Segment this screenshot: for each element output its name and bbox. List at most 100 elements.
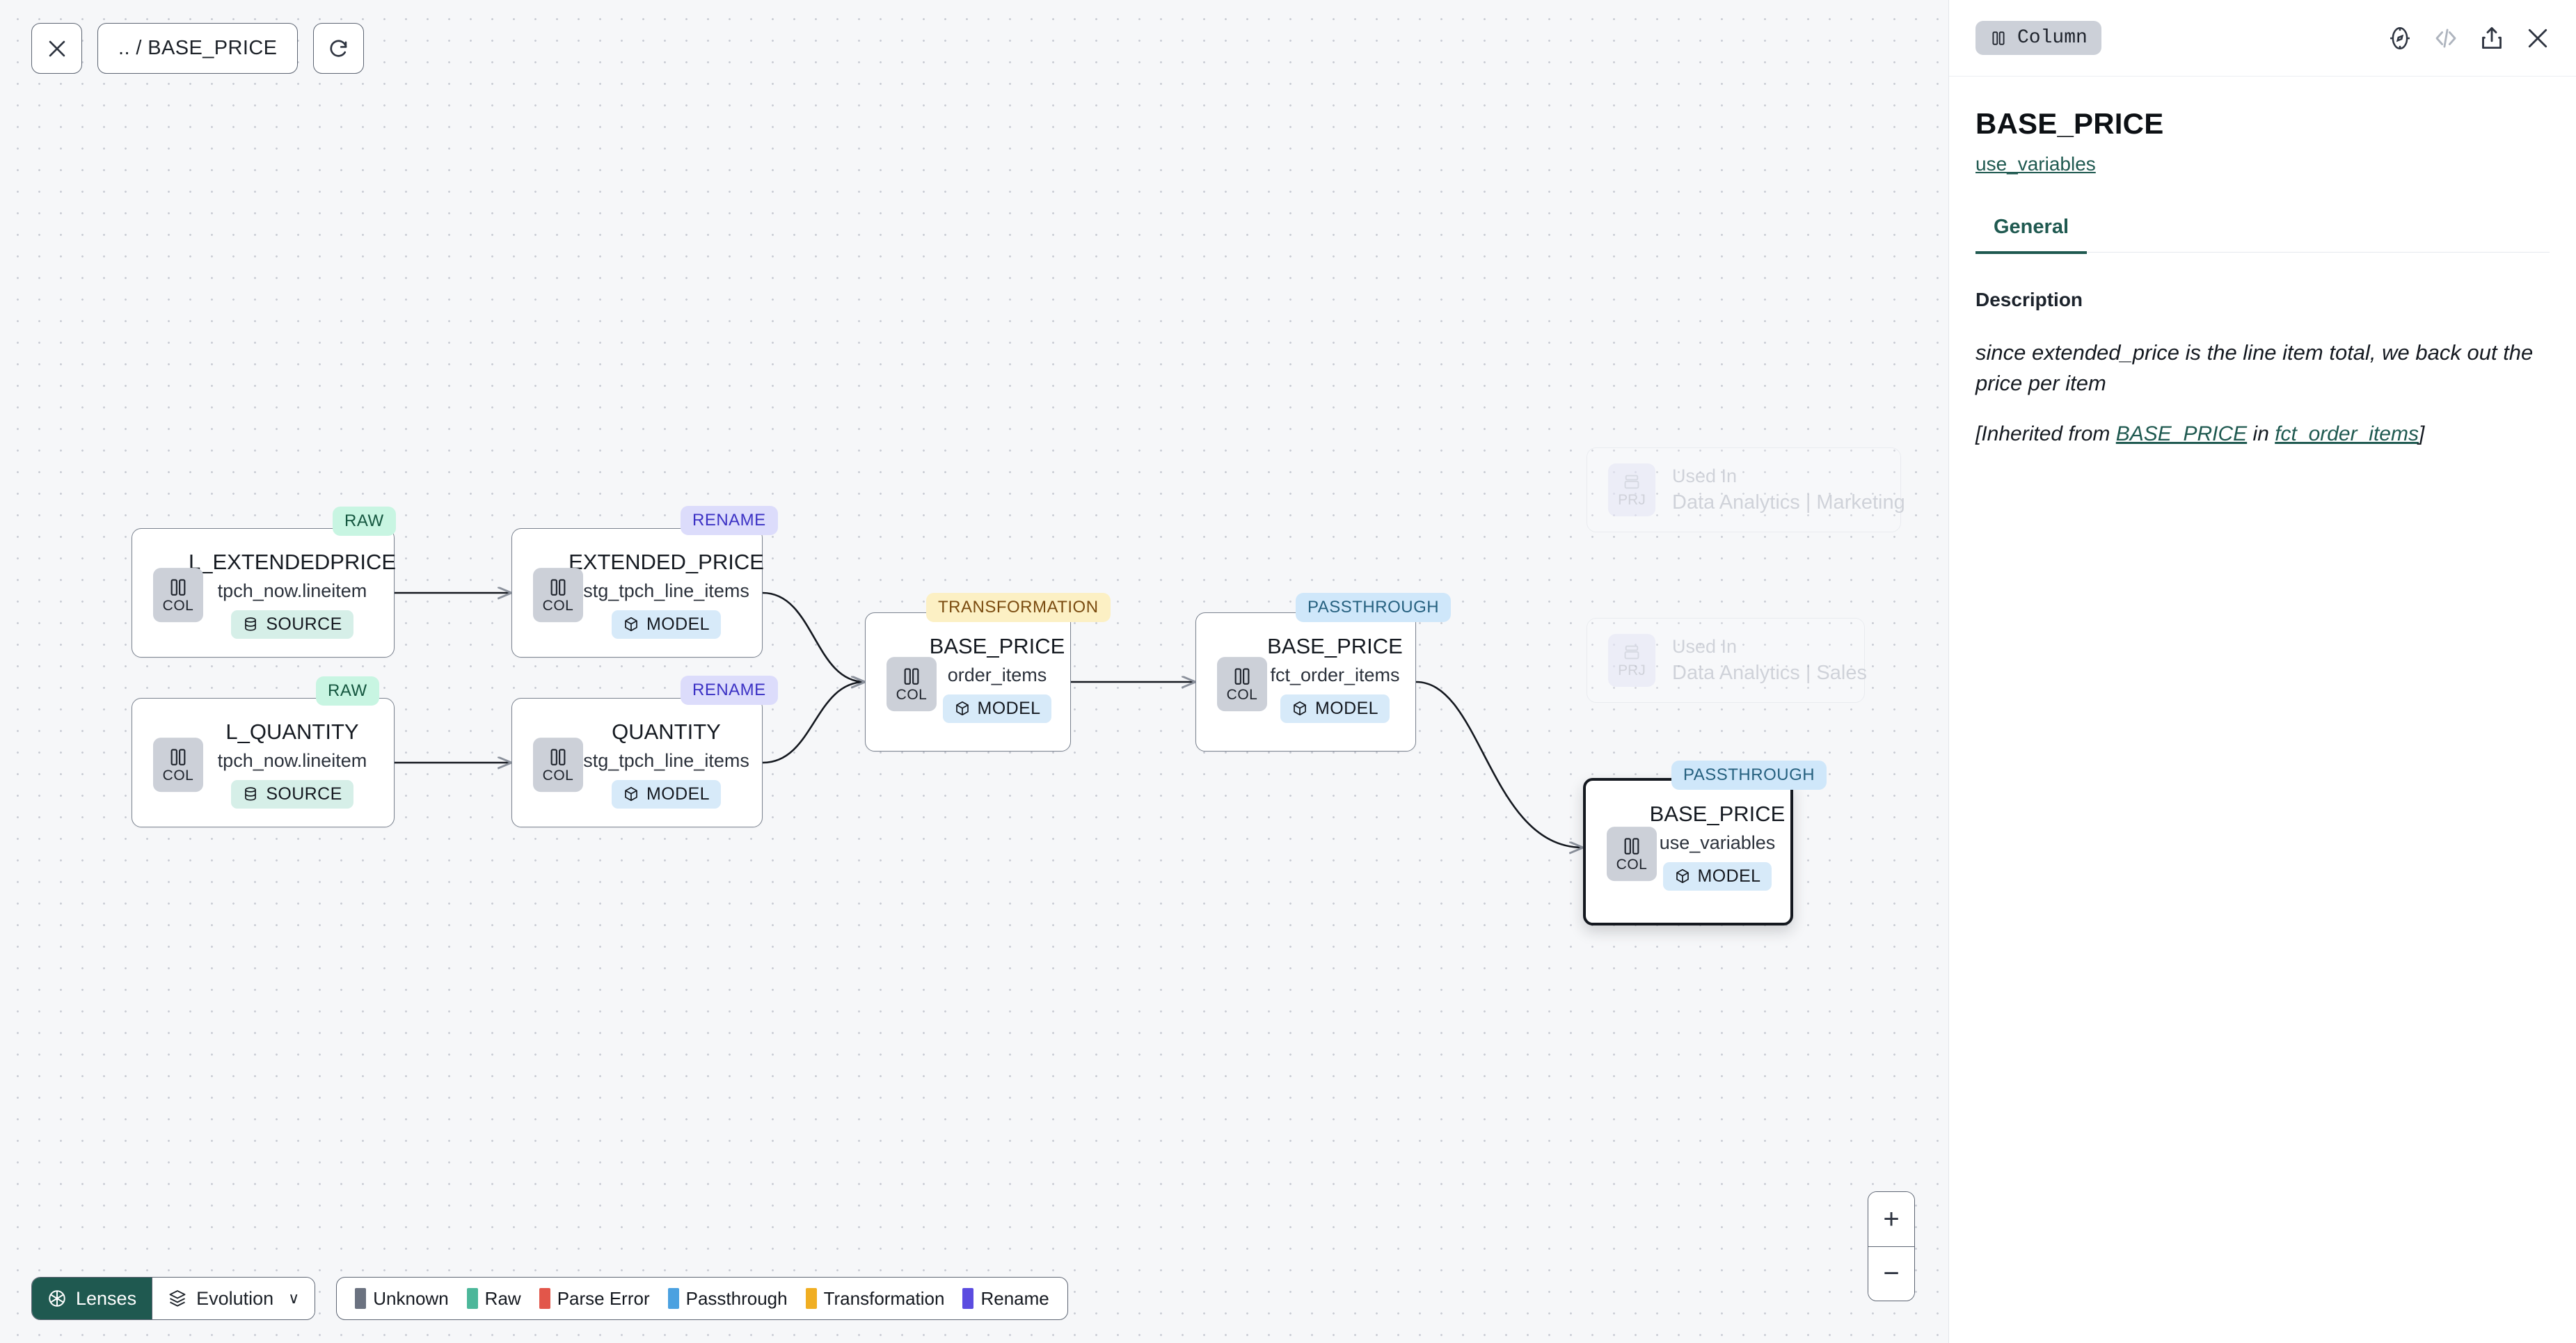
canvas-toolbar: .. / BASE_PRICE bbox=[31, 23, 365, 74]
node-kind-label: MODEL bbox=[646, 614, 710, 634]
panel-tabs: General bbox=[1975, 216, 2550, 254]
cube-icon bbox=[625, 787, 637, 802]
legend: Unknown Raw Parse Error Passthrough Tran… bbox=[336, 1277, 1068, 1320]
zoom-in-button[interactable]: + bbox=[1868, 1192, 1914, 1246]
node-kind-label: MODEL bbox=[646, 784, 710, 804]
database-icon bbox=[245, 617, 257, 631]
column-icon bbox=[1989, 29, 2007, 47]
ghost-used-in-label: Used In bbox=[1672, 466, 1738, 486]
node-badge-rename: RENAME bbox=[681, 506, 778, 535]
inherited-column-link[interactable]: BASE_PRICE bbox=[2115, 422, 2248, 446]
lenses-control: Lenses Evolution ∨ bbox=[31, 1277, 316, 1320]
node-title: BASE_PRICE bbox=[929, 634, 1065, 658]
lineage-node-extended-price[interactable]: COL EXTENDED_PRICE stg_tpch_line_items M… bbox=[511, 528, 764, 658]
node-subtitle: stg_tpch_line_items bbox=[583, 580, 749, 601]
description-label: Description bbox=[1975, 289, 2083, 310]
refresh-icon bbox=[327, 37, 351, 61]
node-title: BASE_PRICE bbox=[1267, 634, 1403, 658]
ghost-card-used-in[interactable]: PRJ Used In Data Analytics | Marketing bbox=[1587, 447, 1905, 532]
node-kind-label: SOURCE bbox=[266, 784, 342, 804]
ghost-project-name: Data Analytics | Marketing bbox=[1672, 491, 1905, 514]
legend-item[interactable]: Passthrough bbox=[667, 1288, 788, 1310]
inherited-mid: in bbox=[2247, 422, 2275, 446]
cube-icon bbox=[1294, 701, 1306, 716]
node-badge-raw: RAW bbox=[316, 676, 379, 706]
lineage-node-l-quantity[interactable]: COL L_QUANTITY tpch_now.lineitem SOURCE bbox=[132, 698, 395, 827]
panel-header: Column bbox=[1949, 0, 2576, 77]
breadcrumb[interactable]: .. / BASE_PRICE bbox=[97, 23, 299, 74]
lineage-node-order-items[interactable]: COL BASE_PRICE order_items MODEL bbox=[865, 612, 1071, 752]
zoom-controls: + − bbox=[1868, 1191, 1915, 1301]
node-kind-pill: MODEL bbox=[612, 610, 721, 639]
evolution-dropdown[interactable]: Evolution ∨ bbox=[152, 1278, 315, 1319]
col-label: COL bbox=[162, 598, 194, 614]
node-subtitle: tpch_now.lineitem bbox=[217, 749, 367, 771]
canvas-bottom-bar: Lenses Evolution ∨ Unknown Raw Parse Err… bbox=[31, 1277, 1068, 1320]
col-label: COL bbox=[896, 687, 928, 704]
share-icon[interactable] bbox=[2479, 25, 2505, 51]
node-title: BASE_PRICE bbox=[1649, 802, 1786, 826]
node-title: EXTENDED_PRICE bbox=[569, 550, 764, 574]
model-link[interactable]: use_variables bbox=[1975, 153, 2096, 175]
node-title: L_QUANTITY bbox=[225, 720, 359, 744]
lenses-label: Lenses bbox=[76, 1287, 137, 1309]
lenses-button[interactable]: Lenses bbox=[32, 1278, 152, 1319]
legend-swatch bbox=[805, 1288, 817, 1309]
prj-label: PRJ bbox=[1618, 662, 1646, 678]
inherited-suffix: ] bbox=[2418, 422, 2425, 446]
node-subtitle: use_variables bbox=[1659, 832, 1776, 853]
lineage-node-quantity[interactable]: COL QUANTITY stg_tpch_line_items MODEL bbox=[511, 698, 763, 827]
legend-label: Raw bbox=[484, 1287, 521, 1309]
description-text: since extended_price is the line item to… bbox=[1975, 340, 2534, 396]
node-badge-transformation: TRANSFORMATION bbox=[926, 593, 1111, 622]
node-kind-pill: MODEL bbox=[1280, 694, 1390, 723]
cube-icon bbox=[625, 617, 637, 632]
entity-type-label: Column bbox=[2017, 27, 2088, 49]
legend-item[interactable]: Raw bbox=[466, 1287, 521, 1310]
legend-swatch bbox=[667, 1288, 679, 1309]
legend-item[interactable]: Rename bbox=[962, 1288, 1049, 1310]
lineage-canvas[interactable]: .. / BASE_PRICE bbox=[0, 0, 1948, 1343]
legend-label: Unknown bbox=[373, 1287, 449, 1309]
legend-item[interactable]: Parse Error bbox=[539, 1288, 650, 1310]
prj-chip: PRJ bbox=[1608, 634, 1655, 687]
legend-item[interactable]: Unknown bbox=[355, 1287, 449, 1310]
ghost-card-used-in[interactable]: PRJ Used In Data Analytics | Sales bbox=[1587, 618, 1867, 703]
node-kind-pill: MODEL bbox=[1662, 861, 1772, 891]
lineage-node-fct-order-items[interactable]: COL BASE_PRICE fct_order_items MODEL bbox=[1195, 612, 1416, 752]
lineage-node-l-extendedprice[interactable]: COL L_EXTENDEDPRICE tpch_now.lineitem SO… bbox=[132, 528, 396, 658]
node-badge-rename: RENAME bbox=[681, 676, 778, 705]
chevron-down-icon: ∨ bbox=[288, 1289, 300, 1307]
prj-chip: PRJ bbox=[1608, 463, 1655, 516]
node-subtitle: tpch_now.lineitem bbox=[217, 580, 367, 601]
col-chip: COL bbox=[1217, 657, 1267, 712]
node-title: QUANTITY bbox=[612, 720, 721, 744]
col-label: COL bbox=[542, 598, 574, 614]
close-icon[interactable] bbox=[2525, 25, 2551, 51]
cube-icon bbox=[1676, 869, 1689, 884]
compass-icon[interactable] bbox=[2387, 25, 2413, 51]
aperture-icon bbox=[47, 1289, 67, 1308]
lineage-node-use-variables-selected[interactable]: COL BASE_PRICE use_variables MODEL bbox=[1583, 778, 1793, 925]
panel-header-actions bbox=[2387, 25, 2551, 51]
ghost-project-name: Data Analytics | Sales bbox=[1672, 662, 1867, 684]
close-graph-button[interactable] bbox=[31, 23, 82, 74]
col-chip: COL bbox=[153, 738, 203, 793]
tab-general[interactable]: General bbox=[1975, 216, 2087, 254]
col-chip: COL bbox=[533, 738, 583, 793]
col-label: COL bbox=[542, 768, 574, 784]
node-badge-passthrough: PASSTHROUGH bbox=[1671, 761, 1827, 790]
legend-item[interactable]: Transformation bbox=[805, 1288, 944, 1310]
details-panel: Column BASE_PRICE use_variables bbox=[1948, 0, 2576, 1343]
refresh-button[interactable] bbox=[313, 23, 365, 74]
zoom-out-button[interactable]: − bbox=[1868, 1246, 1914, 1301]
evolution-label: Evolution bbox=[196, 1287, 274, 1309]
database-icon bbox=[245, 787, 257, 801]
node-kind-pill: SOURCE bbox=[231, 610, 353, 639]
code-icon[interactable] bbox=[2433, 25, 2459, 51]
inherited-model-link[interactable]: fct_order_items bbox=[2275, 422, 2419, 446]
node-badge-passthrough: PASSTHROUGH bbox=[1296, 593, 1452, 622]
col-chip: COL bbox=[887, 657, 937, 712]
legend-label: Rename bbox=[980, 1287, 1049, 1309]
layers-icon bbox=[168, 1289, 187, 1308]
